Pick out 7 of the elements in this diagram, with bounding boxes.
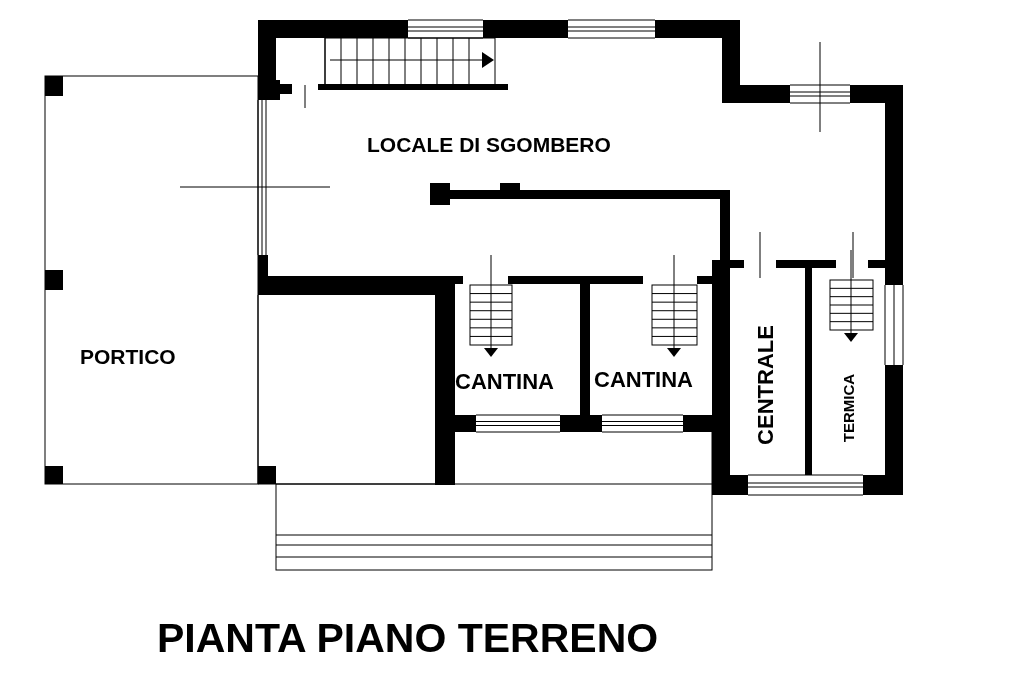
room-label: TERMICA [840, 373, 856, 443]
room-label: CANTINA [455, 371, 554, 393]
room-label: LOCALE DI SGOMBERO [367, 134, 611, 155]
room-label: PORTICO [80, 346, 176, 367]
room-label: CANTINA [594, 369, 693, 391]
plan-title: PIANTA PIANO TERRENO [157, 618, 659, 659]
room-label: CENTRALE [755, 325, 777, 445]
